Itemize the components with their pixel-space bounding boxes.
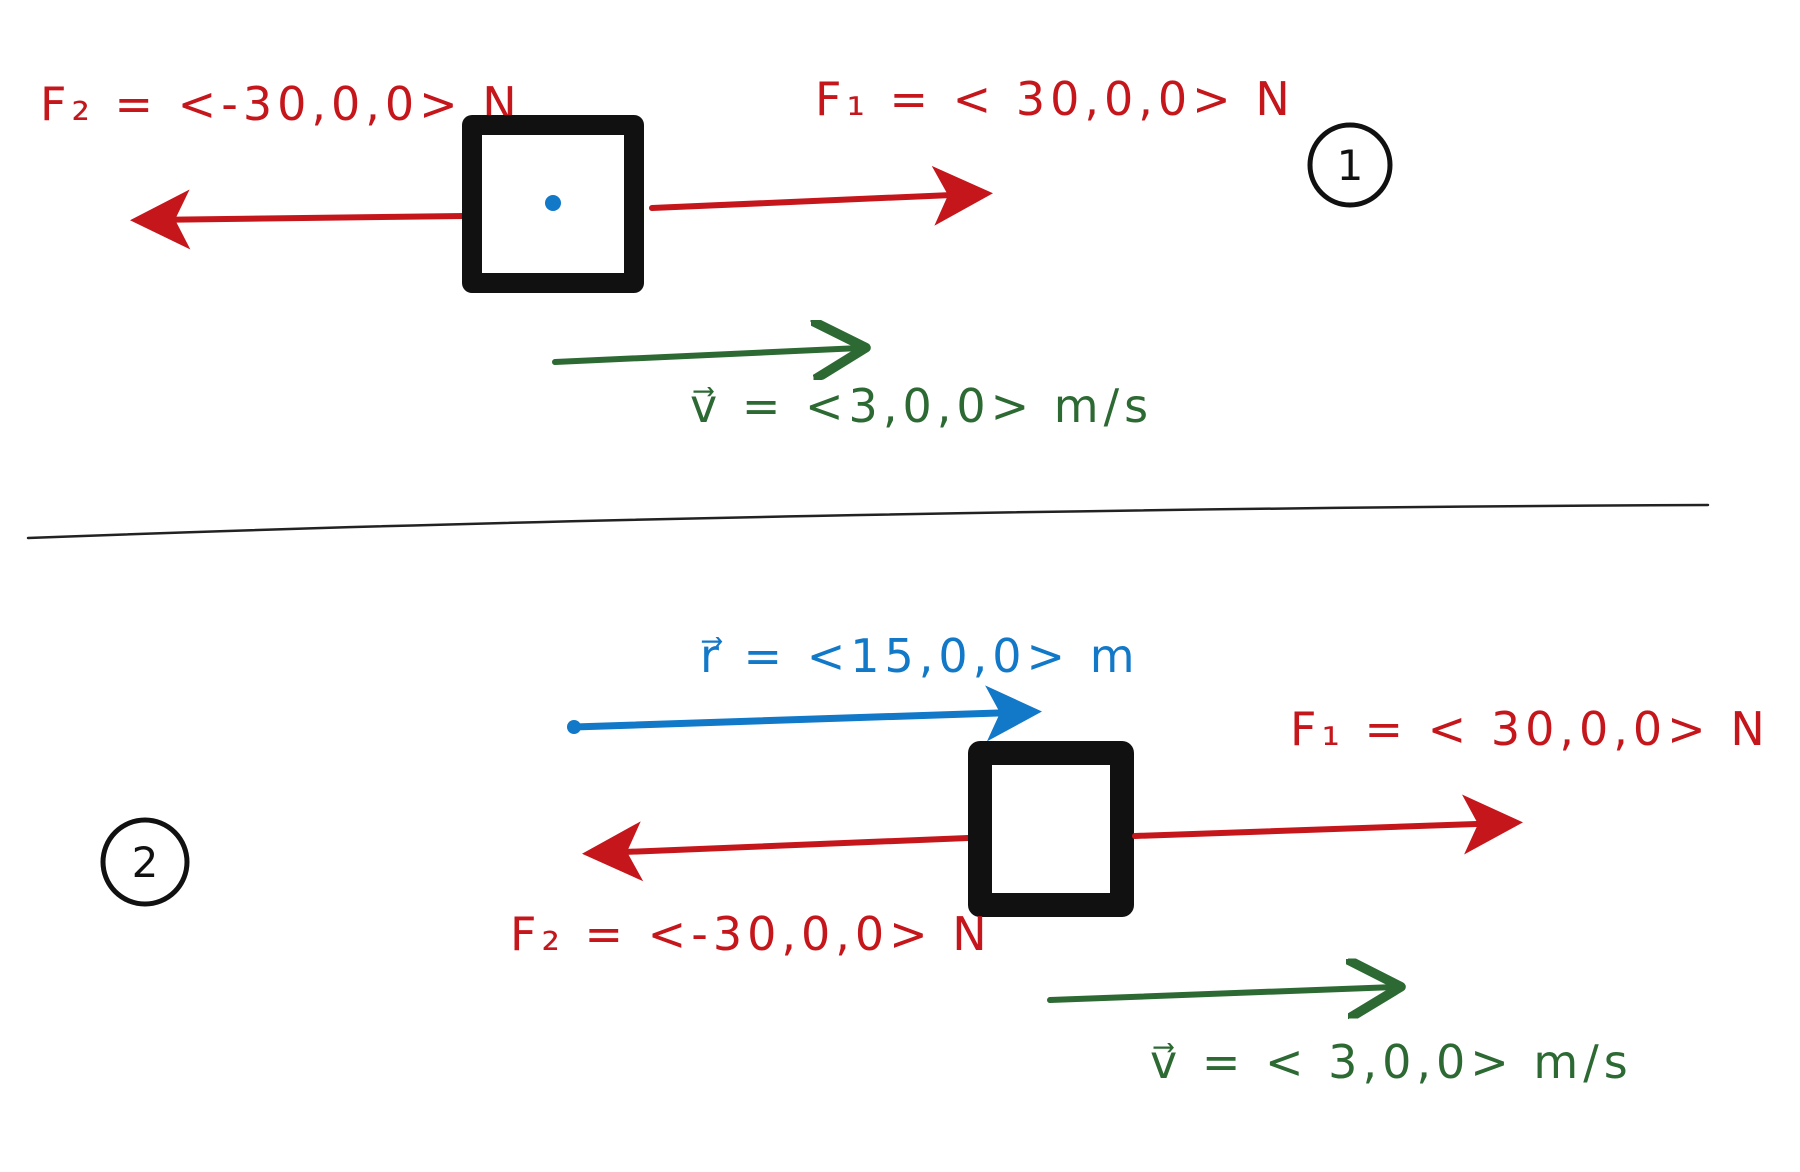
s1-center-dot — [545, 195, 561, 211]
s2-velocity-arrow — [1047, 987, 1395, 1000]
s1-f2-label: F₂ = <-30,0,0> N — [40, 77, 522, 131]
s2-velocity-label: v⃗ = < 3,0,0> m/s — [1150, 1035, 1633, 1089]
s2-f2-label: F₂ = <-30,0,0> N — [510, 907, 992, 961]
scenario-1: F₂ = <-30,0,0> N F₁ = < 30,0,0> N 1 v⃗ =… — [40, 72, 1393, 433]
s2-box — [968, 741, 1134, 917]
s1-number-circle — [1307, 122, 1393, 208]
s2-displacement-arrow — [570, 685, 1042, 742]
s1-f2-arrow — [130, 189, 468, 250]
s1-f1-arrow — [649, 165, 993, 226]
s2-number: 2 — [132, 838, 159, 887]
s2-f2-arrow — [582, 821, 971, 882]
s1-f1-label: F₁ = < 30,0,0> N — [815, 72, 1295, 126]
s2-f1-label: F₁ = < 30,0,0> N — [1290, 702, 1770, 756]
s1-velocity-label: v⃗ = <3,0,0> m/s — [690, 379, 1153, 433]
s1-velocity-arrow — [552, 348, 860, 362]
s2-f1-arrow — [1132, 794, 1523, 855]
s2-displacement-label: r⃗ = <15,0,0> m — [700, 629, 1140, 683]
s1-number: 1 — [1337, 141, 1364, 190]
s2-number-circle — [100, 817, 190, 907]
section-divider — [26, 503, 1710, 540]
s1-box — [462, 115, 644, 293]
scenario-2: r⃗ = <15,0,0> m F₁ = < 30,0,0> N 2 F₂ = … — [100, 629, 1770, 1089]
